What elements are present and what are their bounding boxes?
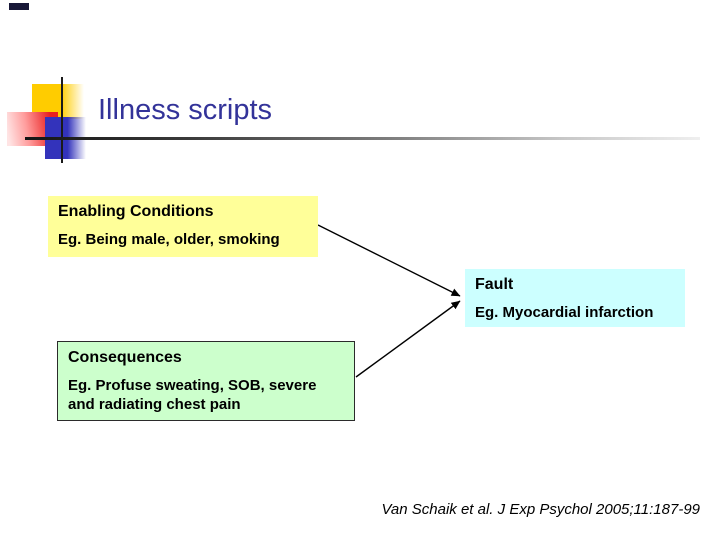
fault-title: Fault xyxy=(475,276,514,293)
consequences-title: Consequences xyxy=(68,349,182,366)
enabling-conditions-title: Enabling Conditions xyxy=(58,203,214,220)
title-underline-rule xyxy=(25,137,700,140)
slide-title: Illness scripts xyxy=(98,94,273,126)
consequences-box: Consequences Eg. Profuse sweating, SOB, … xyxy=(57,341,355,421)
corner-mark xyxy=(9,3,29,10)
consequences-example: Eg. Profuse sweating, SOB, severe and ra… xyxy=(68,377,317,413)
fault-box: Fault Eg. Myocardial infarction xyxy=(465,269,685,327)
enabling-conditions-example: Eg. Being male, older, smoking xyxy=(58,231,280,248)
fault-example: Eg. Myocardial infarction xyxy=(475,304,654,321)
enabling-conditions-box: Enabling Conditions Eg. Being male, olde… xyxy=(48,196,318,257)
arrow-enabling-to-fault xyxy=(317,224,461,297)
decoration-vertical-line xyxy=(61,77,63,163)
arrow-consequences-to-fault xyxy=(355,300,461,378)
citation: Van Schaik et al. J Exp Psychol 2005;11:… xyxy=(381,501,700,518)
